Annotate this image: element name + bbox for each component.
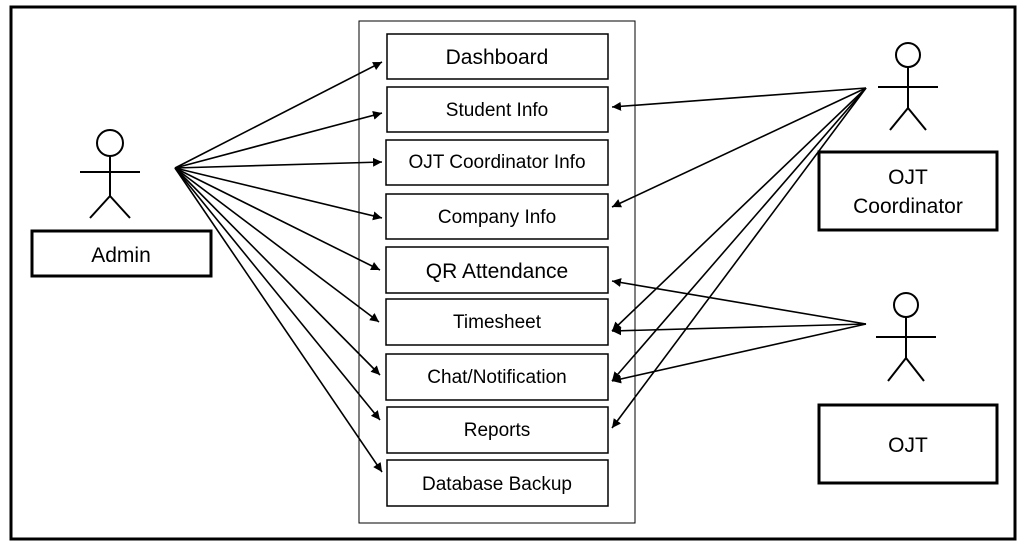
association-arrow-ojt-to-chat [611, 323, 867, 384]
coordinator-actor-box: OJT Coordinator [817, 150, 999, 232]
association-arrow-admin-to-reports [174, 167, 381, 421]
admin-actor-box: Admin [30, 229, 213, 278]
use-case-label: Reports [464, 420, 531, 441]
association-arrow-ojt-coordinator-to-reports [611, 87, 867, 429]
coordinator-label-line2: Coordinator [853, 195, 963, 218]
use-case-label: Chat/Notification [427, 367, 566, 388]
use-case-company-info: Company Info [385, 193, 609, 240]
ojt-label: OJT [888, 434, 928, 457]
coordinator-actor-figure [878, 42, 938, 131]
association-arrow-admin-to-coordinator [174, 157, 383, 169]
use-case-database-backup: Database Backup [386, 459, 609, 507]
use-case-label: Timesheet [453, 312, 542, 333]
system-boundary [358, 20, 636, 524]
association-arrow-admin-to-qr [174, 167, 381, 271]
use-case-label: Company Info [438, 207, 556, 228]
association-arrow-ojt-coordinator-to-student [611, 87, 867, 111]
association-arrow-ojt-coordinator-to-chat [611, 87, 867, 382]
association-arrow-admin-to-dashboard [174, 61, 383, 169]
admin-actor-figure [80, 129, 140, 219]
use-case-reports: Reports [386, 406, 609, 454]
association-arrow-admin-to-timesheet [174, 167, 380, 323]
use-case-label: Student Info [446, 100, 548, 121]
use-case-timesheet: Timesheet [385, 298, 609, 346]
ojt-actor-figure [876, 292, 936, 382]
use-case-label: Dashboard [446, 46, 549, 69]
association-arrow-ojt-to-qr [611, 278, 867, 325]
association-arrow-admin-to-student [174, 110, 383, 169]
coordinator-label-line1: OJT [888, 166, 928, 189]
use-case-chat-notification: Chat/Notification [385, 353, 609, 401]
association-arrow-ojt-to-timesheet [611, 323, 867, 336]
use-case-dashboard: Dashboard [386, 33, 609, 80]
use-case-student-info: Student Info [386, 86, 609, 133]
association-arrow-admin-to-backup [174, 167, 383, 473]
use-case-label: Database Backup [422, 474, 572, 495]
use-case-label: OJT Coordinator Info [408, 152, 585, 173]
association-arrow-admin-to-chat [174, 167, 381, 376]
admin-label: Admin [91, 244, 151, 267]
association-arrow-ojt-coordinator-to-company [611, 87, 867, 208]
ojt-actor-box: OJT [817, 403, 999, 485]
association-arrow-admin-to-company [174, 167, 383, 221]
use-case-coordinator-info: OJT Coordinator Info [385, 139, 609, 186]
use-case-label: QR Attendance [426, 260, 568, 283]
use-case-qr-attendance: QR Attendance [385, 246, 609, 294]
association-arrows [174, 61, 867, 473]
association-arrow-ojt-coordinator-to-timesheet [611, 87, 867, 332]
outer-frame [9, 5, 1017, 541]
